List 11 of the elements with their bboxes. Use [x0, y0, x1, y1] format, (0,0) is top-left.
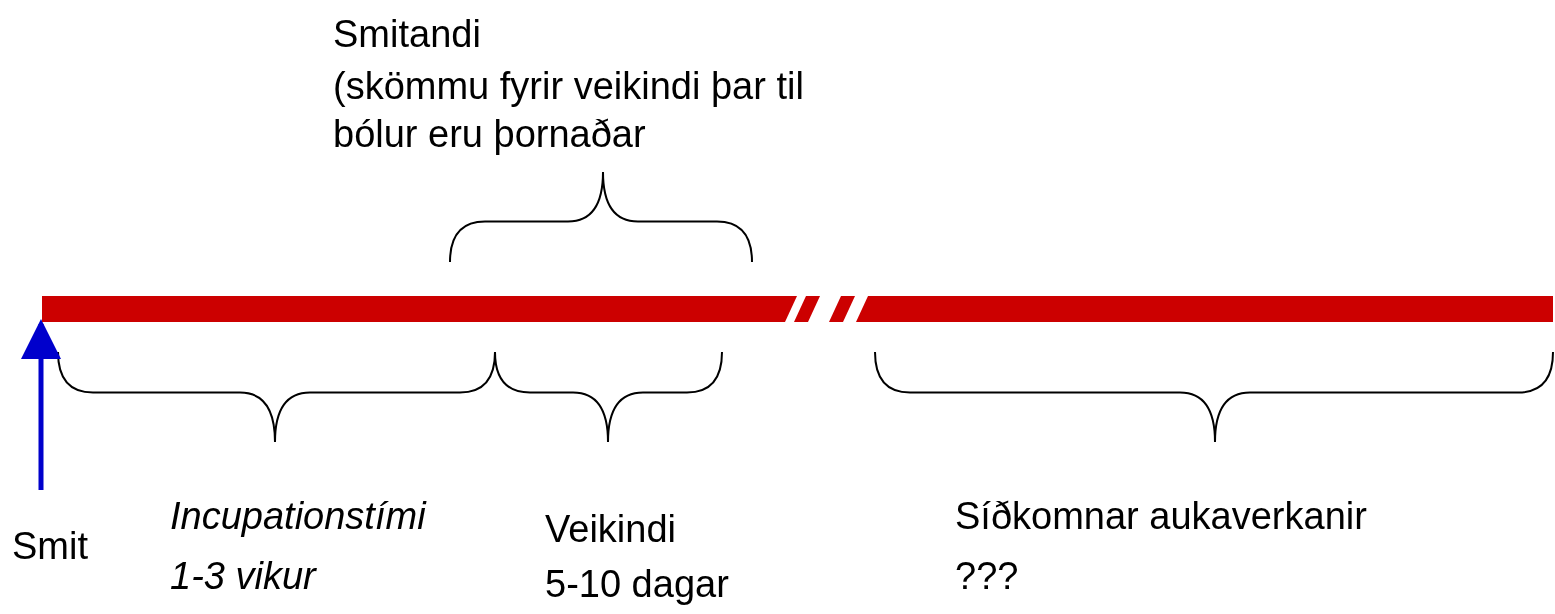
duration-label: 1-3 vikur: [170, 554, 316, 599]
period-label: Síðkomnar aukaverkanir: [955, 494, 1367, 539]
period-label: Smitandi: [333, 12, 481, 57]
duration-label: ???: [955, 554, 1019, 599]
timeline-label: Smit: [12, 522, 88, 570]
period-label: Incupationstími: [170, 494, 426, 539]
duration-label: 5-10 dagar: [545, 562, 729, 607]
timeline-bar: [42, 296, 1553, 322]
arrow: [21, 319, 61, 490]
period-label: Veikindi: [545, 507, 676, 552]
period-note: (skömmu fyrir veikindi þar til bólur eru þornaðar: [333, 64, 805, 157]
